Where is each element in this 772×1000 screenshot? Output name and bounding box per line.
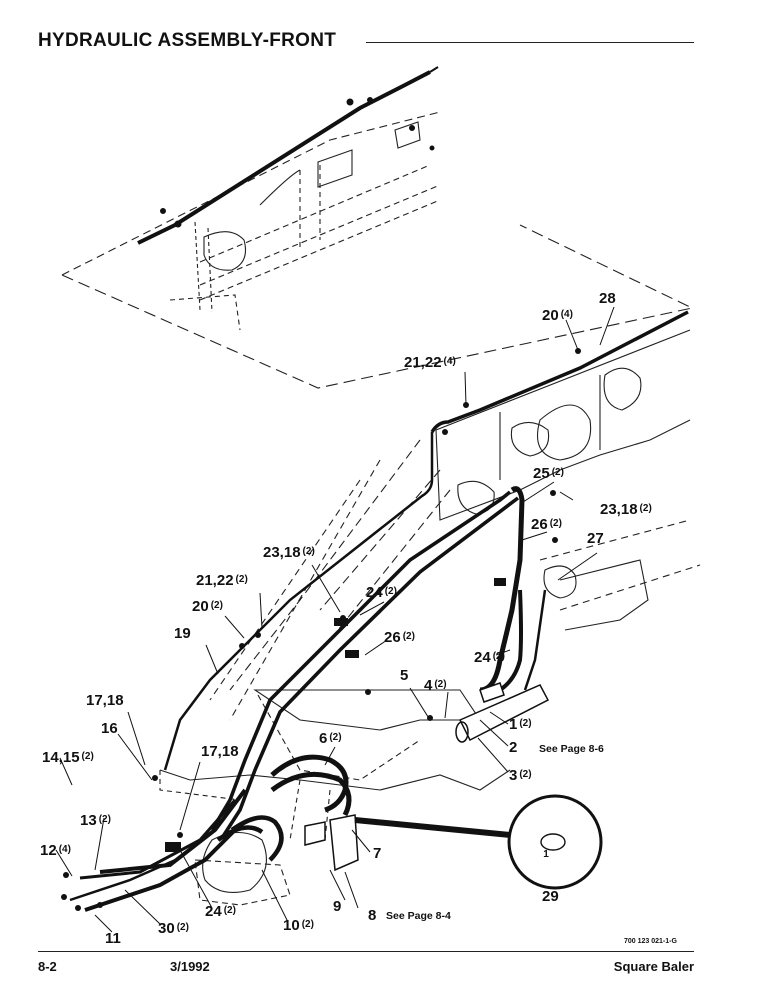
fittings-and-bolts (61, 348, 581, 911)
callout-21-22: 21,22(2) (196, 572, 248, 589)
upper-frame-inset (61, 111, 694, 389)
title-rule (366, 42, 694, 43)
callout-9: 9 (333, 898, 341, 915)
callout-16: 16 (101, 720, 118, 737)
callout-2: 2 (509, 739, 517, 756)
footer-page-number: 8-2 (38, 959, 57, 974)
callout-25: 25(2) (533, 465, 564, 482)
callout-24: 24(2) (366, 584, 397, 601)
note-see-page-8-6: See Page 8-6 (539, 743, 604, 755)
cylinder-assembly (304, 682, 550, 872)
callout-23-18: 23,18(2) (263, 544, 315, 561)
leader-lines (55, 306, 615, 933)
callout-11: 11 (105, 930, 121, 947)
callout-28: 28 (599, 290, 616, 307)
callout-19: 19 (174, 625, 191, 642)
callout-24: 24(2) (205, 903, 236, 920)
detail-label: 1 (543, 849, 549, 860)
upper-hydraulic-line (137, 66, 439, 245)
callout-17-18: 17,18 (201, 743, 239, 760)
footer-rule (38, 951, 694, 952)
callout-7: 7 (373, 845, 381, 862)
note-see-page-8-4: See Page 8-4 (386, 910, 451, 922)
callout-3: 3(2) (509, 767, 532, 784)
footer-product: Square Baler (613, 959, 694, 974)
callout-8: 8 (368, 907, 376, 924)
main-frame (159, 329, 701, 906)
callout-13: 13(2) (80, 812, 111, 829)
callout-17-18: 17,18 (86, 692, 124, 709)
callout-labels: 28 20(4) 21,22(4) 25(2) 23,18(2) 26(2) 2… (40, 290, 652, 947)
callout-26: 26(2) (531, 516, 562, 533)
callout-26: 26(2) (384, 629, 415, 646)
callout-4: 4(2) (424, 677, 447, 694)
document-number: 700 123 021-1-G (624, 938, 677, 945)
callout-29: 29 (542, 888, 559, 905)
hoses-and-lines (69, 310, 689, 912)
callout-23-18: 23,18(2) (600, 501, 652, 518)
callout-20: 20(2) (192, 598, 223, 615)
callout-27: 27 (587, 530, 604, 547)
callout-12: 12(4) (40, 842, 71, 859)
callout-20: 20(4) (542, 307, 573, 324)
callout-1: 1(2) (509, 716, 532, 733)
callout-5: 5 (400, 667, 408, 684)
detail-circle: 1 (354, 794, 603, 890)
callout-30: 30(2) (158, 920, 189, 937)
callout-24: 24(2) (474, 649, 505, 666)
callout-21-22: 21,22(4) (404, 354, 456, 371)
callout-14-15: 14,15(2) (42, 749, 94, 766)
footer-date: 3/1992 (170, 959, 210, 974)
callout-10: 10(2) (283, 917, 314, 934)
page-title: HYDRAULIC ASSEMBLY-FRONT (38, 30, 337, 51)
callout-6: 6(2) (319, 730, 342, 747)
